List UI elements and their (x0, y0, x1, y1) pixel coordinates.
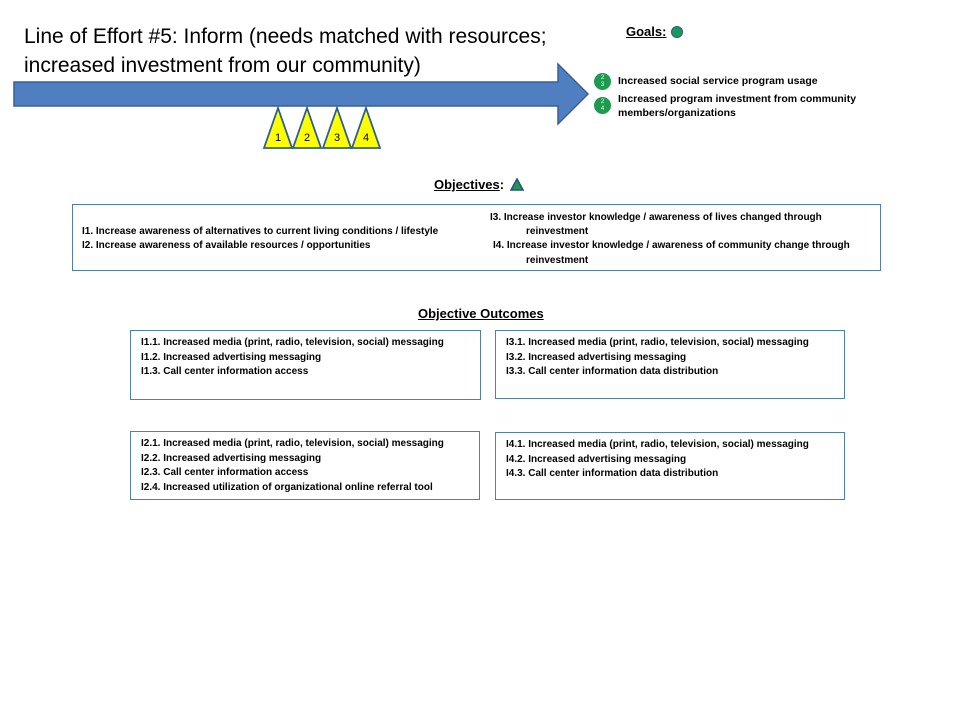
objective-i1: I1. Increase awareness of alternatives t… (82, 226, 439, 237)
objectives-heading-colon: : (499, 177, 505, 192)
goal-badge-1-bottom: 3 (600, 82, 605, 88)
goal-circle-icon (671, 26, 683, 38)
goal-badge-2-bottom: 4 (600, 106, 605, 112)
arrow-shape (13, 62, 590, 126)
goals-heading-colon: : (662, 24, 667, 39)
outcome-list-i2: I2.1. Increased media (print, radio, tel… (141, 437, 444, 495)
objectives-heading: Objectives: (434, 177, 504, 192)
outcome-item: I4.3. Call center information data distr… (506, 468, 719, 479)
outcome-list-i4: I4.1. Increased media (print, radio, tel… (506, 438, 809, 482)
page-title: Line of Effort #5: Inform (needs matched… (24, 25, 547, 77)
objective-triangle-icon (510, 178, 524, 191)
outcome-list-i3: I3.1. Increased media (print, radio, tel… (506, 336, 809, 380)
goal-badge-1-top: 2 (600, 75, 605, 81)
outcome-item: I2.2. Increased advertising messaging (141, 452, 322, 464)
outcome-item: I4.2. Increased advertising messaging (506, 453, 687, 465)
marker-3-label: 3 (334, 132, 340, 144)
objective-markers: 1 2 3 4 (262, 106, 382, 149)
outcome-item: I2.1. Increased media (print, radio, tel… (141, 438, 444, 449)
objective-i2: I2. Increase awareness of available reso… (82, 240, 371, 251)
objectives-box: I1. Increase awareness of alternatives t… (72, 204, 881, 271)
outcome-item: I1.3. Call center information access (141, 366, 309, 377)
outcome-box-i4: I4.1. Increased media (print, radio, tel… (495, 432, 845, 500)
outcome-box-i2: I2.1. Increased media (print, radio, tel… (130, 431, 480, 500)
goal-text-2: Increased program investment from commun… (618, 93, 857, 119)
objective-i4: I4. Increase investor knowledge / awaren… (493, 240, 850, 251)
goals-heading-text: Goals (626, 24, 663, 39)
marker-2-icon: 2 (291, 106, 323, 149)
effort-arrow (13, 62, 590, 126)
outcome-list-i1: I1.1. Increased media (print, radio, tel… (141, 336, 444, 380)
outcome-item: I3.1. Increased media (print, radio, tel… (506, 337, 809, 348)
goal-badge-2: 2 4 (594, 97, 611, 114)
outcome-item: I2.4. Increased utilization of organizat… (141, 481, 433, 493)
marker-1-label: 1 (275, 132, 281, 144)
outcome-item: I2.3. Call center information access (141, 467, 309, 478)
objective-i4-continuation: reinvestment (526, 255, 589, 266)
goal-text-1: Increased social service program usage (618, 75, 818, 87)
outcome-item: I1.1. Increased media (print, radio, tel… (141, 337, 444, 348)
outcomes-heading: Objective Outcomes (418, 306, 544, 321)
goal-badge-1: 2 3 (594, 73, 611, 90)
objective-i3-continuation: reinvestment (526, 226, 589, 237)
marker-3-icon: 3 (321, 106, 353, 149)
outcome-item: I4.1. Increased media (print, radio, tel… (506, 439, 809, 450)
marker-4-icon: 4 (350, 106, 382, 149)
outcome-box-i3: I3.1. Increased media (print, radio, tel… (495, 330, 845, 399)
objectives-heading-text: Objectives (434, 177, 500, 192)
outcome-item: I1.2. Increased advertising messaging (141, 351, 322, 363)
marker-2-label: 2 (304, 132, 310, 144)
objective-i3: I3. Increase investor knowledge / awaren… (490, 212, 822, 223)
marker-1-icon: 1 (262, 106, 294, 149)
outcome-item: I3.3. Call center information data distr… (506, 366, 719, 377)
outcome-box-i1: I1.1. Increased media (print, radio, tel… (130, 330, 481, 400)
marker-4-label: 4 (363, 132, 369, 144)
goal-badge-2-top: 2 (600, 99, 605, 105)
outcome-item: I3.2. Increased advertising messaging (506, 351, 687, 363)
goals-heading: Goals: (626, 24, 666, 39)
